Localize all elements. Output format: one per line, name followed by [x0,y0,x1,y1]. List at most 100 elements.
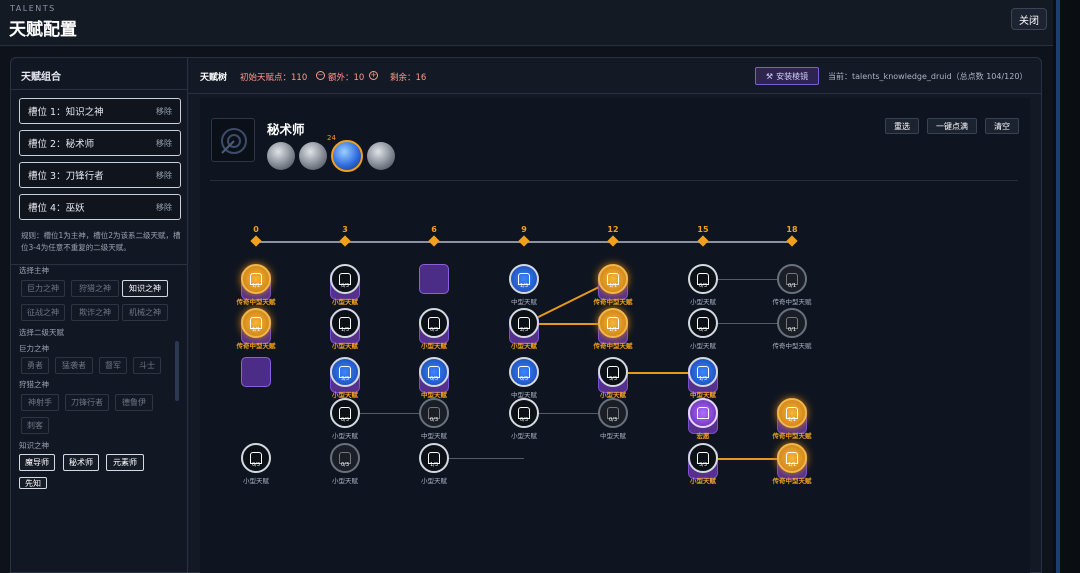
empty-slot[interactable] [419,264,449,294]
talent-node[interactable]: 0/3 [330,398,360,428]
talent-label: 传奇中型天赋 [593,342,633,350]
remove-button[interactable]: 移除 [156,202,172,212]
page-title: 天赋配置 [9,20,77,40]
extra-points: 额外：10 [328,73,365,83]
god-chip-selected[interactable]: 知识之神 [122,280,168,297]
slot-4[interactable]: 槽位 4：巫妖 移除 [19,194,181,220]
talent-node[interactable]: 3/3 [330,357,360,387]
talent-node[interactable]: 0/1 [777,308,807,338]
talent-node[interactable]: 0/1 [777,264,807,294]
clear-button[interactable]: 清空 [985,118,1019,134]
talent-chip[interactable]: 督军 [99,357,127,374]
talent-node[interactable]: 0/3 [509,398,539,428]
talent-icon [786,317,798,329]
talent-node[interactable]: 1/1 [598,264,628,294]
tree-toolbar: 天赋树 初始天赋点：110 − 额外：10 + 剩余：16 ⚒安装棱镜 当前：t… [188,58,1042,94]
talent-label: 小型天赋 [332,342,358,350]
talent-node[interactable]: 1/3 [688,357,718,387]
reselect-button[interactable]: 重选 [885,118,919,134]
remove-button[interactable]: 移除 [156,170,172,180]
talent-count: 2/3 [519,327,529,333]
skill-icon[interactable] [299,142,327,170]
fill-all-button[interactable]: 一键点满 [927,118,977,134]
talent-count: 0/1 [787,283,797,289]
talent-node[interactable]: 0/3 [509,357,539,387]
skill-icon[interactable] [367,142,395,170]
init-points: 初始天赋点：110 [240,73,308,83]
talent-icon [786,452,798,464]
talent-chip[interactable]: 勇者 [21,357,49,374]
talent-chip-selected[interactable]: 元素师 [106,454,144,471]
talent-node[interactable]: 3/3 [688,443,718,473]
talent-node[interactable]: 1/1 [777,443,807,473]
empty-slot[interactable] [241,357,271,387]
tier-label: 15 [697,225,709,234]
talent-node[interactable]: 1/1 [241,264,271,294]
talent-node[interactable]: 1/3 [419,443,449,473]
talent-chip[interactable]: 神射手 [21,394,59,411]
slot-label: 槽位 4：巫妖 [28,203,85,214]
talent-count: 1/3 [519,283,529,289]
list-scrollbar[interactable] [175,341,179,401]
talent-node[interactable]: 1/1 [777,398,807,428]
talent-node[interactable]: 0/3 [419,398,449,428]
slot-2[interactable]: 槽位 2：秘术师移除 [19,130,181,156]
talent-label: 中型天赋 [421,391,447,399]
talent-chip-selected[interactable]: 秘术师 [63,454,99,471]
talent-node[interactable]: 0/3 [688,264,718,294]
talent-chip[interactable]: 斗士 [133,357,161,374]
talent-chip[interactable]: 猛袭者 [55,357,93,374]
close-button[interactable]: 关闭 [1011,8,1047,30]
talent-node[interactable]: 0/3 [330,264,360,294]
god-chip[interactable]: 征战之神 [21,304,65,321]
talent-node[interactable]: 1/3 [330,308,360,338]
talent-link [703,279,792,280]
divider [210,180,1018,181]
scrollbar[interactable] [1053,0,1080,573]
talent-chip-selected[interactable]: 魔导师 [19,454,55,471]
talent-node[interactable]: 0/3 [330,443,360,473]
plus-icon[interactable]: + [369,71,378,80]
talent-node[interactable] [688,398,718,428]
talent-count: 1/3 [698,376,708,382]
remove-button[interactable]: 移除 [156,138,172,148]
minus-icon[interactable]: − [316,71,325,80]
talent-icon [697,366,709,378]
talent-node[interactable]: 0/3 [419,308,449,338]
slot-3[interactable]: 槽位 3：刀锋行者 移除 [19,162,181,188]
talent-node[interactable]: 0/3 [241,443,271,473]
talent-label: 小型天赋 [690,298,716,306]
install-prism-button[interactable]: ⚒安装棱镜 [755,67,819,85]
talent-node[interactable]: 2/3 [509,308,539,338]
talent-node[interactable]: 0/3 [419,357,449,387]
talent-node[interactable]: 0/3 [598,398,628,428]
god-chip[interactable]: 机械之神 [122,304,168,321]
talent-label: 小型天赋 [332,477,358,485]
remove-button[interactable]: 移除 [156,106,172,116]
talent-chip[interactable]: 刀锋行者 [65,394,109,411]
talent-icon [697,273,709,285]
talent-label: 小型天赋 [690,342,716,350]
talent-node[interactable]: 0/3 [688,308,718,338]
talent-chip-selected[interactable]: 先知 [19,477,47,489]
god-chip[interactable]: 巨力之神 [21,280,65,297]
talent-label: 小型天赋 [690,477,716,485]
talent-count: 3/3 [698,462,708,468]
god-chip[interactable]: 欺诈之神 [71,304,119,321]
talent-label: 小型天赋 [511,342,537,350]
talent-icon [697,452,709,464]
talent-link [703,458,792,460]
skill-icon[interactable] [267,142,295,170]
talent-node[interactable]: 1/1 [241,308,271,338]
talent-node[interactable]: 3/3 [598,357,628,387]
talent-chip[interactable]: 刺客 [21,417,49,434]
talent-node[interactable]: 1/3 [509,264,539,294]
scrollbar-thumb[interactable] [1056,0,1060,573]
slot-label: 槽位 3：刀锋行者 [28,171,104,182]
god-chip[interactable]: 狩猎之神 [71,280,119,297]
talent-icon [607,273,619,285]
talent-chip[interactable]: 德鲁伊 [115,394,153,411]
skill-icon-selected[interactable] [331,140,363,172]
talent-node[interactable]: 1/1 [598,308,628,338]
slot-1[interactable]: 槽位 1：知识之神移除 [19,98,181,124]
